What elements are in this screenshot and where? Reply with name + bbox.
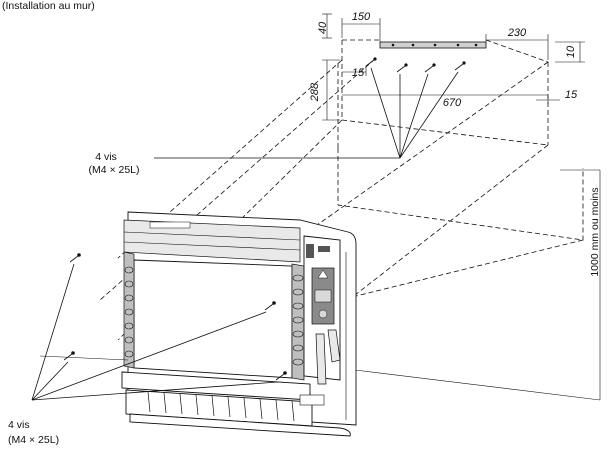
dim-15-right-label: 15	[565, 89, 578, 101]
dim-10-label: 10	[565, 45, 577, 58]
upper-screw-label-line2: (M4 × 25L)	[88, 164, 139, 176]
indoor-unit	[121, 211, 357, 437]
mounting-bar	[379, 41, 487, 49]
wall-screw-icon	[365, 57, 466, 73]
dim-height-label: 1000 mm ou moins	[589, 187, 601, 276]
upper-screw-label-line1: 4 vis	[95, 151, 117, 163]
lower-screw-leaders	[31, 263, 279, 401]
dim-40-label: 40	[317, 21, 329, 34]
wall-template	[154, 39, 584, 241]
lower-screw-label-line2: (M4 × 25L)	[8, 434, 59, 446]
dim-288-label: 288	[309, 82, 321, 102]
dim-150-label: 150	[352, 11, 371, 23]
diagram-caption: (Installation au mur)	[2, 0, 95, 12]
dim-670-label: 670	[443, 97, 462, 109]
lower-screw-label-line1: 4 vis	[8, 419, 30, 431]
dim-230-label: 230	[507, 27, 527, 39]
warning-triangle-icon	[317, 269, 329, 279]
dimension-lines	[322, 13, 601, 401]
